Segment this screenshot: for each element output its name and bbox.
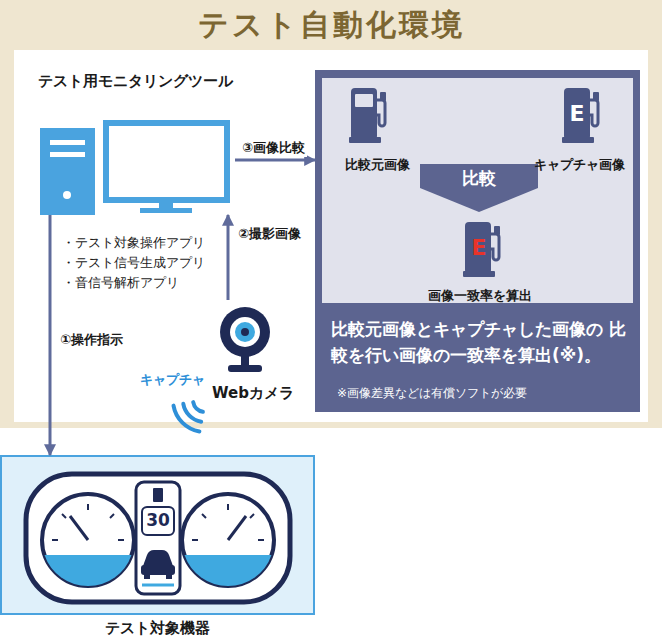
result-item: 画像一致率を算出 <box>405 218 555 308</box>
icon-letter: E <box>468 234 490 263</box>
compare-arrow-box: 比較 <box>418 163 540 193</box>
node-heading: キャプチャ画像 <box>525 157 633 174</box>
node-heading: 比較 <box>418 167 540 189</box>
speed-number: 30 <box>142 509 174 531</box>
node-text: ・テスト対象操作アプリ <box>62 235 205 252</box>
node-heading: テスト対象機器 <box>0 619 315 639</box>
edge-label: ①操作指示 <box>58 332 125 349</box>
node-heading: 比較元画像 <box>330 157 425 174</box>
image-item: キャプチャ画像 <box>525 85 633 175</box>
node-heading: テスト用モニタリングツール <box>38 72 233 92</box>
frame-band <box>0 0 662 428</box>
pump-icon <box>463 222 500 277</box>
node-text: ※画像差異などは有償ソフトが必要 <box>337 386 527 402</box>
device-block: テスト対象機器 <box>0 455 315 640</box>
camera-block: Webカメラ <box>200 300 305 405</box>
node-heading: 比較元画像とキャプチャした画像の 比較を行い画像の一致率を算出(※)。 <box>331 316 633 369</box>
tool-block: テスト用モニタリングツール・テスト対象操作アプリ・テスト信号生成アプリ・音信号解… <box>35 95 235 215</box>
icon-letter: E <box>566 100 588 129</box>
connector-arrow <box>227 215 230 300</box>
node-text: ・テスト信号生成アプリ <box>62 255 205 272</box>
edge-label: ②撮影画像 <box>236 226 303 243</box>
pump-icon <box>562 88 599 143</box>
dashboard-illustration <box>26 474 290 602</box>
computer-icon <box>40 123 227 215</box>
connector-arrow <box>49 215 52 455</box>
edge-label: ③画像比較 <box>240 140 307 157</box>
capture-waves <box>174 402 203 431</box>
device-ground <box>1 456 314 614</box>
diagram-title: テスト自動化環境 <box>0 5 662 44</box>
image-item: 比較元画像 <box>330 85 425 175</box>
connector-arrow <box>235 159 315 162</box>
node-heading: 画像一致率を算出 <box>405 288 555 305</box>
pump-icon <box>349 88 386 143</box>
frame-inner <box>14 50 648 422</box>
node-heading: Webカメラ <box>212 384 294 404</box>
capture-label: キャプチャ <box>140 372 205 389</box>
node-text: ・音信号解析アプリ <box>62 275 179 292</box>
webcam-icon <box>220 307 270 372</box>
panel-ground <box>315 70 640 412</box>
panel-inner <box>322 78 633 303</box>
